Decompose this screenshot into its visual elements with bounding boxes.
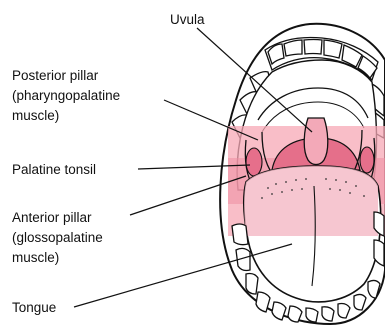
label-anterior-pillar-line2: (glossopalatine bbox=[12, 230, 103, 245]
tongue-pink-top bbox=[244, 166, 378, 236]
label-posterior-pillar-line3: muscle) bbox=[12, 108, 59, 123]
label-anterior-pillar-line3: muscle) bbox=[12, 250, 59, 265]
label-posterior-pillar-line2: (pharyngopalatine bbox=[12, 88, 120, 103]
left-palatine-tonsil bbox=[246, 148, 262, 176]
label-tongue: Tongue bbox=[12, 300, 56, 315]
labels: Uvula Posterior pillar (pharyngopalatine… bbox=[12, 12, 205, 315]
label-posterior-pillar-line1: Posterior pillar bbox=[12, 68, 99, 83]
label-anterior-pillar-line1: Anterior pillar bbox=[12, 210, 92, 225]
right-palatine-tonsil bbox=[360, 147, 374, 173]
label-uvula: Uvula bbox=[170, 12, 205, 27]
label-palatine-tonsil: Palatine tonsil bbox=[12, 162, 96, 177]
uvula-shape bbox=[304, 118, 328, 165]
